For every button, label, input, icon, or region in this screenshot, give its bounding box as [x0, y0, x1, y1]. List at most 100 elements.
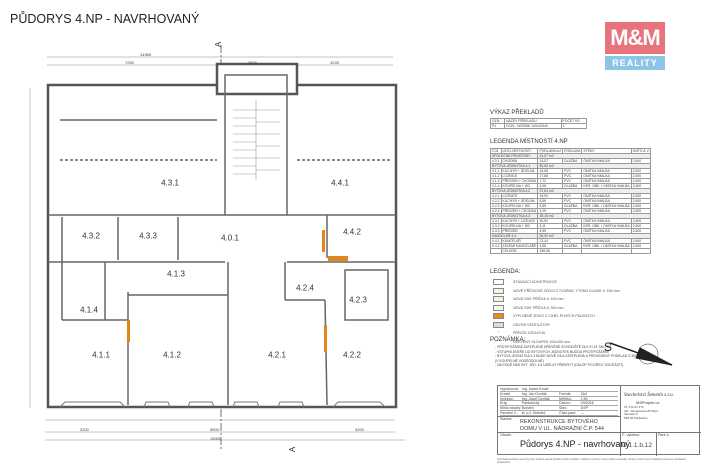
td: 1	[560, 123, 588, 129]
td: ZÁZEMÍ KANCELÁŘE	[500, 243, 539, 249]
dim-top-mid: 2500	[248, 60, 257, 65]
title-block-cell: 03/2016	[580, 401, 594, 406]
room-label: 4.0.1	[221, 233, 239, 243]
company-web: MSProjekt.cz	[636, 400, 660, 405]
stavba-label: Stavba:	[500, 417, 513, 421]
room-label: 4.2.1	[268, 350, 286, 360]
room-label: 4.2.4	[296, 283, 314, 293]
title-block-cell: Měřítko:	[559, 396, 572, 401]
dim-top-right: 4245	[330, 60, 339, 65]
legend-item: ODVOD VENTILÁTOR	[490, 321, 660, 330]
room-label: 4.1.2	[163, 350, 181, 360]
legend-item: NOVÁ SDK PŘÍČKA tl. 100 mm	[490, 295, 660, 304]
project-name: REKONSTRUKCE BYTOVÉHO DOMU V UL. NÁDRAŽN…	[520, 419, 604, 432]
td: 4.2.4	[490, 208, 502, 214]
td	[630, 248, 652, 254]
td: 4.4.1	[490, 238, 502, 244]
room-label: 4.3.1	[161, 178, 179, 188]
brick-infill-segment	[328, 256, 348, 261]
td: 4.2.1	[490, 193, 502, 199]
legend-label: STÁVAJÍCÍ KONSTRUKCE	[513, 280, 557, 285]
section-mark-bottom: A	[288, 446, 298, 453]
td	[581, 248, 632, 254]
brick-infill	[127, 230, 348, 352]
address-line: Jaroslav 9	[624, 412, 638, 417]
address-line: IČ: 272 61 173	[624, 405, 644, 409]
bay-window	[332, 401, 386, 408]
room-label: 4.4.2	[343, 227, 361, 237]
legend-swatch	[493, 279, 504, 286]
th: PODLAHA m2	[537, 148, 564, 154]
title-block-cell: Datum:	[559, 401, 571, 406]
legend-symbol-icon: ~	[497, 338, 500, 343]
title-block-cell: Kraj:	[500, 401, 508, 406]
outer-wall	[46, 83, 398, 409]
dim-top-total: 14965	[140, 52, 152, 57]
lintels-heading: VÝKAZ PŘEKLADŮ	[490, 110, 544, 116]
title-block-cell: Vypracoval:	[500, 387, 519, 391]
td: 4.0.1	[490, 158, 502, 164]
title-block-cell: Ing. Josef Dvořák	[521, 396, 550, 401]
td: 4.1.4	[490, 183, 502, 189]
legend-label: DŘEVĚNÝ SLOUPEK 100x100 mm	[513, 339, 571, 344]
bay-windows	[59, 401, 386, 408]
title-block-cell: 1:50	[580, 396, 588, 401]
td: KER. OBK. / OMÍTKA+MALBA	[581, 223, 632, 229]
td: KER. OBK. / OMÍTKA+MALBA	[581, 243, 632, 249]
notes-heading: POZNÁMKA:	[490, 337, 526, 343]
note: - NA PODĚ NAD BYT. JED. 4.3 UDĚLAT PŘEKR…	[495, 363, 623, 367]
td: PŘEDSÍŇ + CHODBA	[500, 208, 539, 214]
room-label: 4.1.4	[80, 305, 98, 315]
td: 4.1.2	[490, 173, 502, 179]
title-block-cell: Formát:	[559, 391, 572, 396]
legend-label: ODVOD VENTILÁTOR	[513, 322, 550, 327]
title-block-cell: Parcelní č.:	[500, 410, 518, 415]
window	[187, 401, 215, 408]
td: 4.1.3	[490, 178, 502, 184]
footnote: Tato dokumentace nesmí být bez svolení a…	[497, 458, 687, 464]
legend-label: VYPLNĚNÉ ZDIVO Z CIHEL PLNÝCH PÁLENÝCH	[513, 314, 595, 319]
legend-swatch	[493, 296, 504, 303]
title-block-cell: st. p.č. Bohdeč	[521, 410, 546, 415]
compass	[609, 342, 673, 366]
td: 4.1.1	[490, 168, 502, 174]
walls	[46, 62, 398, 409]
legend-label: NOVÁ SDK PŘÍČKA tl. 300 mm	[513, 305, 564, 310]
td	[490, 248, 502, 254]
legend-item: STÁVAJÍCÍ KONSTRUKCE	[490, 278, 660, 287]
legend-swatch	[493, 313, 504, 320]
td	[562, 248, 583, 254]
drawing-content: Půdorys 4.NP - navrhovaný	[520, 439, 630, 449]
bathroom-4-2-3-wall	[344, 269, 389, 321]
td: KUCHYŇ + LOŽNICE	[500, 218, 539, 224]
td: 4.3.2	[490, 223, 502, 229]
title-block-cell: Číslo paré:	[559, 410, 577, 415]
obsah-label: Obsah:	[500, 433, 512, 437]
legend-item: NOVÁ SDK PŘÍČKA tl. 300 mm	[490, 304, 660, 313]
note: - BYTOVÁ JEDNOTKA 4.3 BUDE NOVĚ DILA ZAT…	[495, 354, 637, 358]
section-mark-top: A	[214, 41, 224, 48]
legend-swatch	[493, 304, 504, 311]
staircase-shaft	[224, 74, 288, 216]
brick-infill-segment	[324, 325, 327, 352]
window	[277, 401, 305, 408]
td: CELKEM	[500, 248, 539, 254]
window	[143, 401, 171, 408]
title-block-cell: 3A4	[580, 391, 588, 396]
title-block-cell: Místo stavby:	[500, 406, 522, 411]
drawing-title: PŮDORYS 4.NP - NAVRHOVANÝ	[10, 12, 200, 26]
legend-item: ~ DŘEVĚNÝ SLOUPEK 100x100 mm	[490, 338, 660, 347]
note: - VSTUPNÍ DVEŘE DO BYTOVÝCH JEDNOTEK BUD…	[495, 349, 609, 354]
legend-label: PŘÍVOD VZDUCHU	[513, 331, 546, 336]
window	[232, 401, 260, 408]
legend-item: ~PŘÍVOD VZDUCHU	[490, 329, 660, 338]
room-label: 4.2.3	[349, 295, 367, 305]
